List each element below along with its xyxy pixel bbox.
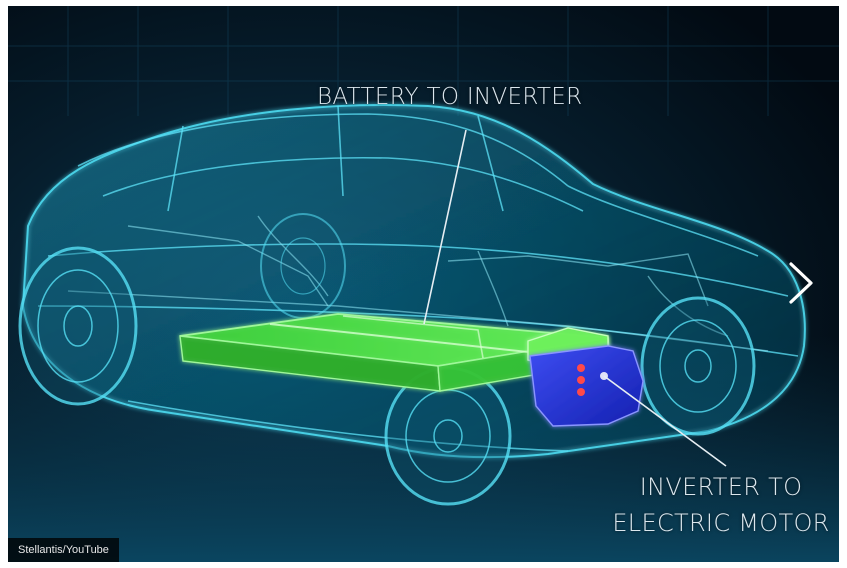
photo-viewport: BATTERY TO INVERTER INVERTER TO ELECTRIC… <box>8 6 839 562</box>
inverter-to-motor-label: INVERTER TO ELECTRIC MOTOR <box>606 469 836 541</box>
rear-wheel <box>18 246 138 406</box>
battery-to-inverter-label: BATTERY TO INVERTER <box>317 84 583 110</box>
motor-callout-line <box>603 375 727 467</box>
photo-credit: Stellantis/YouTube <box>8 538 119 562</box>
car-wireframe-lines <box>37 105 799 452</box>
inverter-to-motor-label-line1: INVERTER TO <box>639 473 803 501</box>
inverter-to-motor-label-line2: ELECTRIC MOTOR <box>612 509 830 537</box>
front-right-wheel <box>640 296 756 436</box>
chevron-right-icon <box>789 262 813 304</box>
background-building-grid <box>8 6 839 116</box>
electric-motor <box>529 345 644 427</box>
next-slide-button[interactable] <box>782 260 816 306</box>
ev-wireframe-scene <box>8 6 839 562</box>
battery-callout-line <box>423 129 467 325</box>
